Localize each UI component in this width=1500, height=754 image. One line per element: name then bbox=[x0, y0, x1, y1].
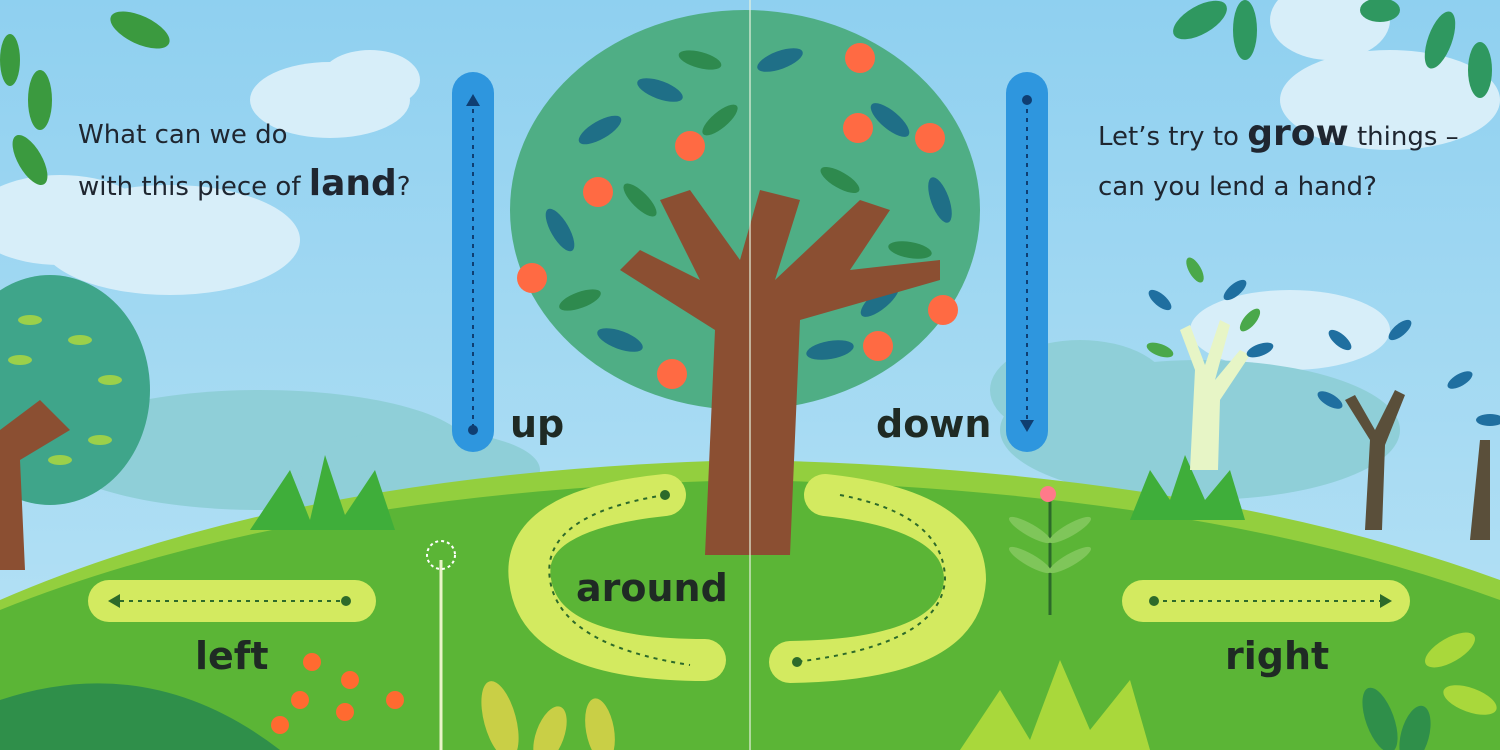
question-mark: ? bbox=[396, 172, 411, 202]
bush-bottom-left bbox=[0, 683, 280, 750]
right-prompt-text: Let’s try to bbox=[1098, 122, 1248, 152]
around-path-left[interactable] bbox=[508, 474, 726, 681]
yellow-leaves-bottom bbox=[481, 681, 615, 754]
label-left: left bbox=[195, 634, 269, 678]
right-prompt-line1: Let’s try to grow things – bbox=[1098, 116, 1459, 152]
left-question-text: with this piece of bbox=[78, 172, 309, 202]
sapling-right bbox=[1146, 257, 1274, 470]
label-around: around bbox=[576, 566, 728, 610]
fruit-tree-icon bbox=[510, 10, 980, 555]
word-grow: grow bbox=[1247, 113, 1349, 154]
left-tree bbox=[0, 275, 150, 570]
bush-icon bbox=[250, 455, 1245, 530]
word-land: land bbox=[308, 163, 397, 204]
orange-flowers bbox=[271, 653, 404, 734]
around-path-right[interactable] bbox=[769, 474, 987, 683]
left-question-line2: with this piece of land? bbox=[78, 166, 411, 202]
label-up: up bbox=[510, 402, 565, 446]
right-prompt-line2: can you lend a hand? bbox=[1098, 172, 1377, 202]
left-question-line1: What can we do bbox=[78, 120, 288, 150]
label-down: down bbox=[876, 402, 992, 446]
label-right: right bbox=[1225, 634, 1330, 678]
left-path[interactable] bbox=[88, 580, 376, 622]
down-slot[interactable] bbox=[1006, 72, 1048, 452]
pink-flower-icon bbox=[1009, 486, 1091, 615]
hanging-leaves-right bbox=[1173, 0, 1492, 98]
plants-bottom-right bbox=[960, 632, 1497, 750]
clouds bbox=[0, 0, 1500, 370]
flower-icon bbox=[426, 540, 456, 750]
up-slot[interactable] bbox=[452, 72, 494, 452]
right-prompt-tail: things – bbox=[1348, 122, 1459, 152]
right-path[interactable] bbox=[1122, 580, 1410, 622]
hanging-leaves-left bbox=[0, 11, 170, 185]
tree-far-right bbox=[1317, 319, 1500, 540]
